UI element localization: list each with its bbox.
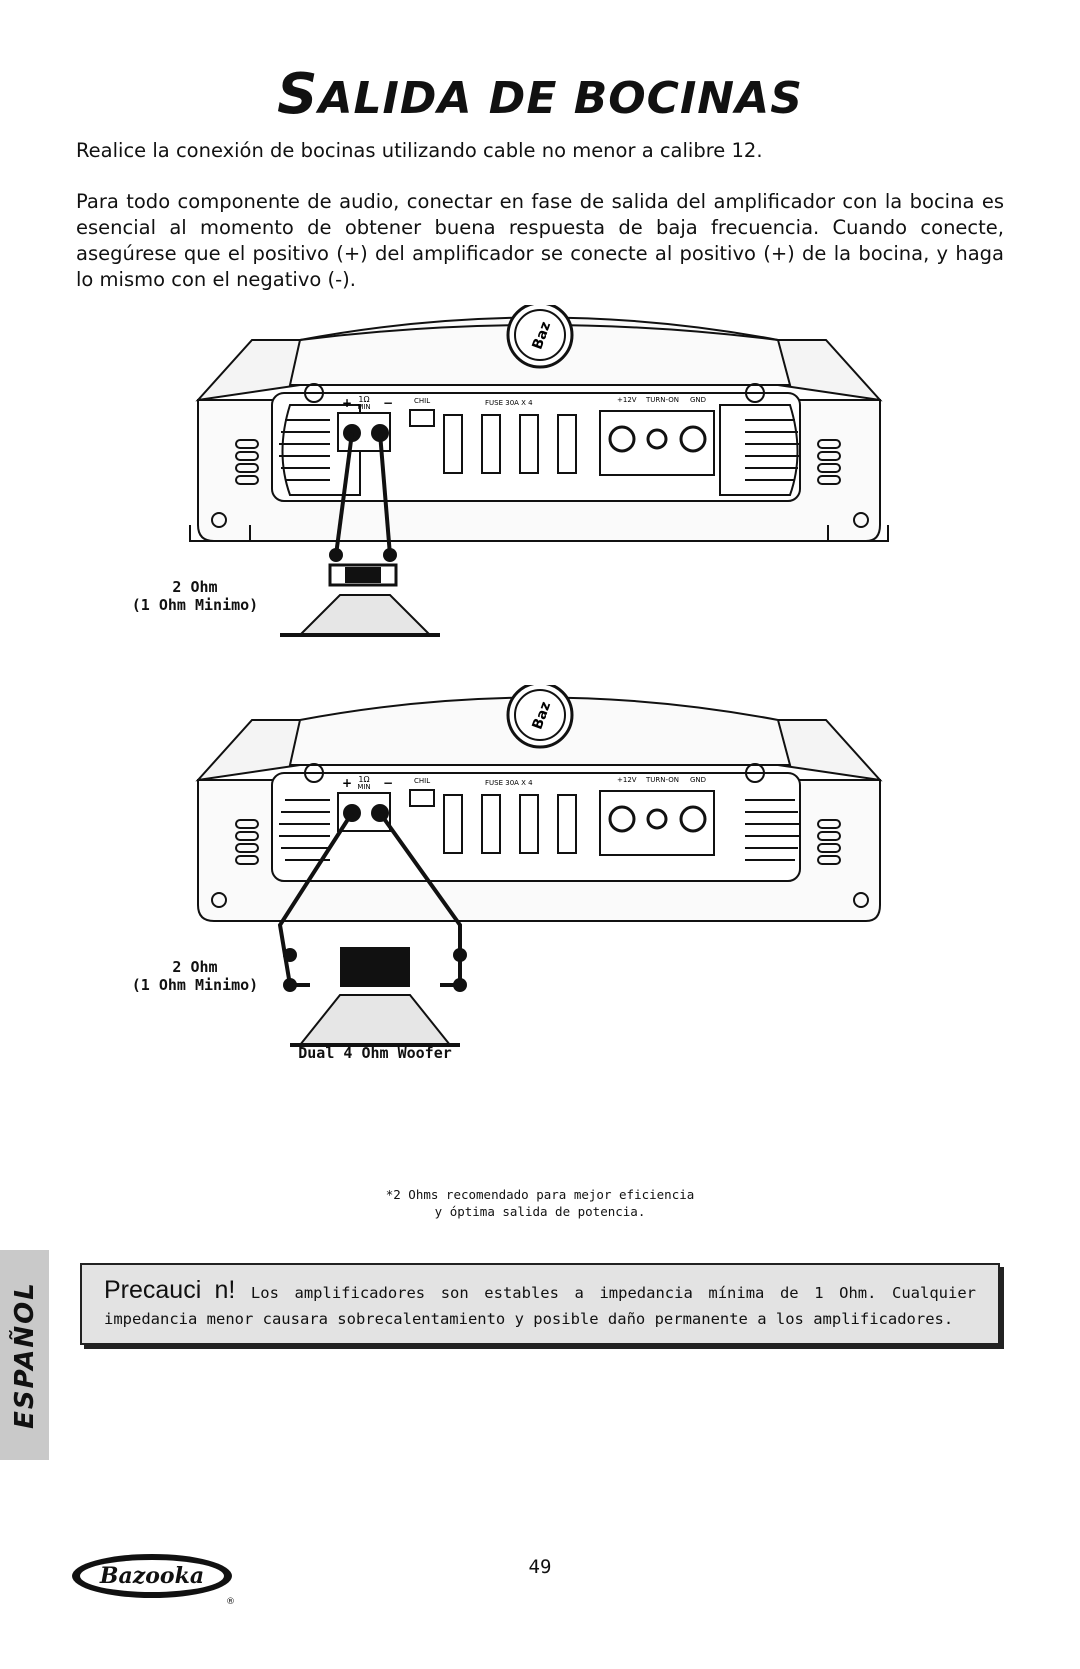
svg-text:−: − [383, 396, 393, 410]
language-tab: ESPAÑOL [0, 1250, 49, 1460]
svg-text:1Ω: 1Ω [358, 775, 369, 784]
efficiency-note: *2 Ohms recomendado para mejor eficienci… [385, 1187, 695, 1219]
amplifier-diagram-top: Baz + − 1Ω MIN CHIL FUSE 30A X 4 +12V TU… [189, 305, 889, 637]
page-number: 49 [528, 1556, 552, 1578]
svg-text:+12V: +12V [617, 776, 637, 784]
amplifier-diagram-bottom: Baz + − 1Ω MIN CHIL FUSE 30A X 4 +12V TU… [195, 685, 883, 1047]
svg-text:1Ω: 1Ω [358, 395, 369, 404]
svg-text:MIN: MIN [357, 783, 370, 791]
svg-text:+12V: +12V [617, 396, 637, 404]
svg-text:+: + [342, 396, 352, 410]
svg-text:GND: GND [690, 396, 706, 404]
svg-text:FUSE 30A X 4: FUSE 30A X 4 [485, 779, 533, 787]
woofer-label: Dual 4 Ohm Woofer [298, 1044, 452, 1062]
top-impedance-label: 2 Ohm (1 Ohm Minimo) [131, 578, 259, 614]
svg-text:TURN-ON: TURN-ON [645, 396, 679, 404]
svg-text:MIN: MIN [357, 403, 370, 411]
svg-text:FUSE 30A X 4: FUSE 30A X 4 [485, 399, 533, 407]
bazooka-logo: Bazooka ® [72, 1554, 235, 1607]
caution-box: Precauci n! Los amplificadores son estab… [80, 1263, 1000, 1345]
svg-text:CHIL: CHIL [414, 777, 430, 785]
bottom-impedance-label: 2 Ohm (1 Ohm Minimo) [131, 958, 259, 994]
intro-paragraph: Realice la conexión de bocinas utilizand… [76, 139, 763, 162]
svg-text:GND: GND [690, 776, 706, 784]
phase-paragraph: Para todo componente de audio, conectar … [76, 190, 1004, 291]
caution-text: Los amplificadores son estables a impeda… [104, 1284, 977, 1328]
svg-text:−: − [383, 776, 393, 790]
page-title: SALIDA DE BOCINAS [277, 62, 803, 127]
svg-text:®: ® [226, 1597, 235, 1607]
svg-text:Bazooka: Bazooka [99, 1563, 204, 1589]
svg-text:TURN-ON: TURN-ON [645, 776, 679, 784]
svg-text:CHIL: CHIL [414, 397, 430, 405]
caution-lead: Precauci n! [104, 1276, 236, 1304]
svg-text:+: + [342, 776, 352, 790]
